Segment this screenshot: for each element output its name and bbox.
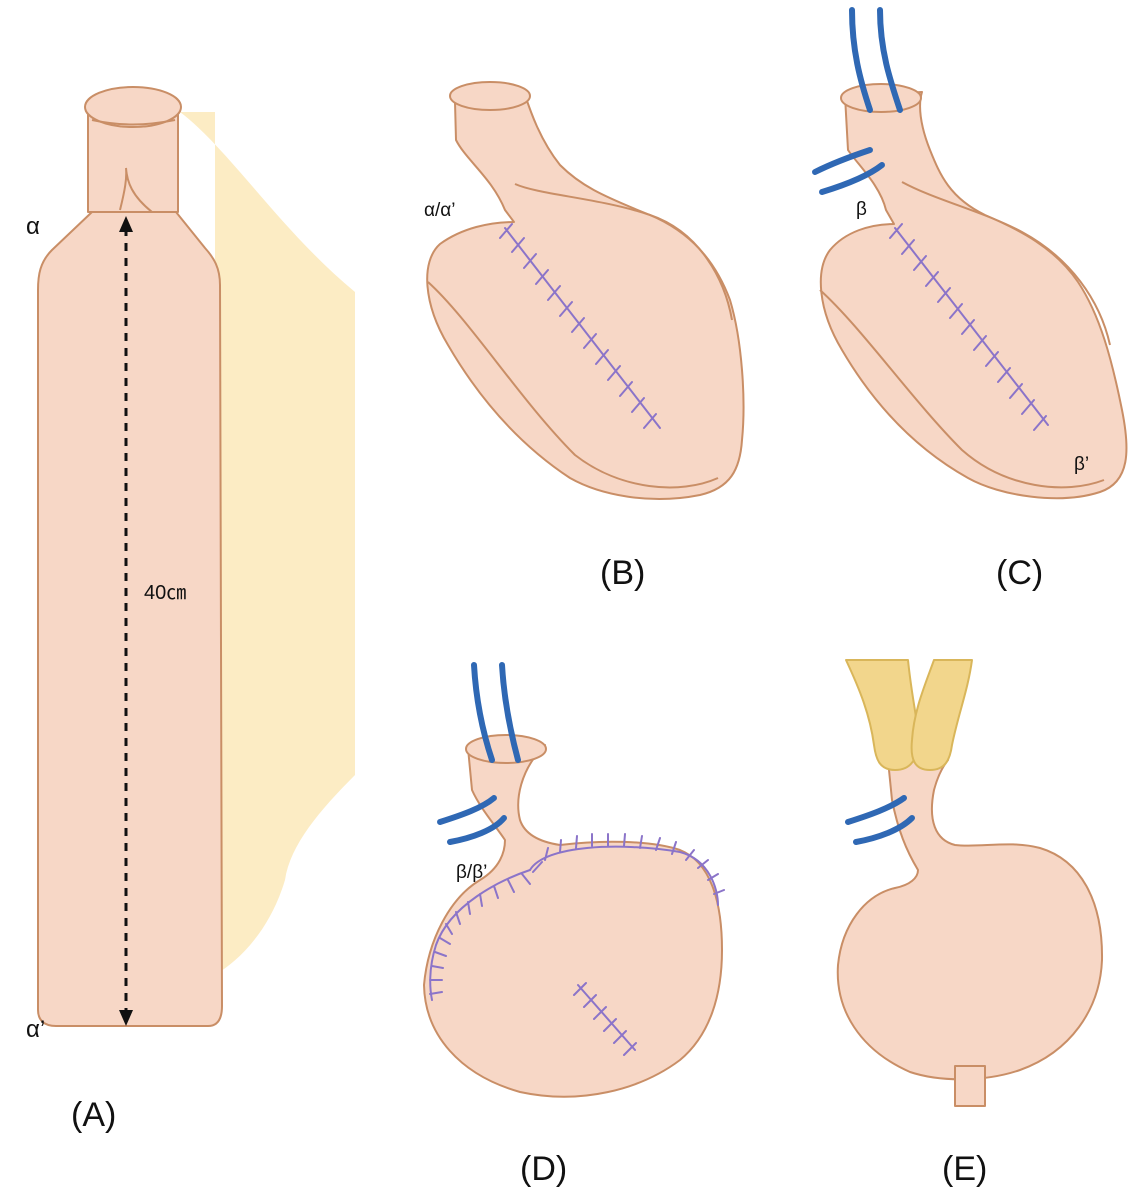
beta-label: β bbox=[856, 199, 867, 220]
proximal-pouch-right bbox=[912, 660, 972, 770]
pouch-b-opening bbox=[450, 82, 530, 110]
panel-b-label: (B) bbox=[600, 554, 645, 592]
pouch-body bbox=[427, 95, 743, 499]
panel-c: β β’ (C) bbox=[815, 10, 1127, 592]
panel-a-label: (A) bbox=[71, 1096, 116, 1134]
panel-d: β/β’ (D) bbox=[424, 665, 724, 1188]
alpha-bottom-label: α’ bbox=[26, 1016, 45, 1043]
alpha-join-label: α/α’ bbox=[424, 200, 455, 221]
pouch-d-opening bbox=[466, 735, 546, 763]
panel-a: 40㎝ α α’ (A) bbox=[26, 87, 355, 1134]
panel-e-label: (E) bbox=[942, 1150, 987, 1188]
panel-b: α/α’ (B) bbox=[424, 82, 744, 592]
panel-d-label: (D) bbox=[520, 1150, 567, 1188]
beta-prime-label: β’ bbox=[1074, 454, 1089, 475]
outlet-stump bbox=[955, 1066, 985, 1106]
measurement-label: 40㎝ bbox=[144, 582, 186, 604]
alpha-top-label: α bbox=[26, 213, 40, 240]
panel-e: (E) bbox=[838, 660, 1102, 1188]
pouch-body bbox=[838, 760, 1102, 1079]
proximal-pouch-left bbox=[846, 660, 918, 770]
panel-c-label: (C) bbox=[996, 554, 1043, 592]
beta-join-label: β/β’ bbox=[456, 862, 487, 883]
bowel-loop bbox=[38, 212, 222, 1026]
pouch-body bbox=[424, 745, 722, 1097]
pouch-c-opening bbox=[841, 84, 921, 112]
